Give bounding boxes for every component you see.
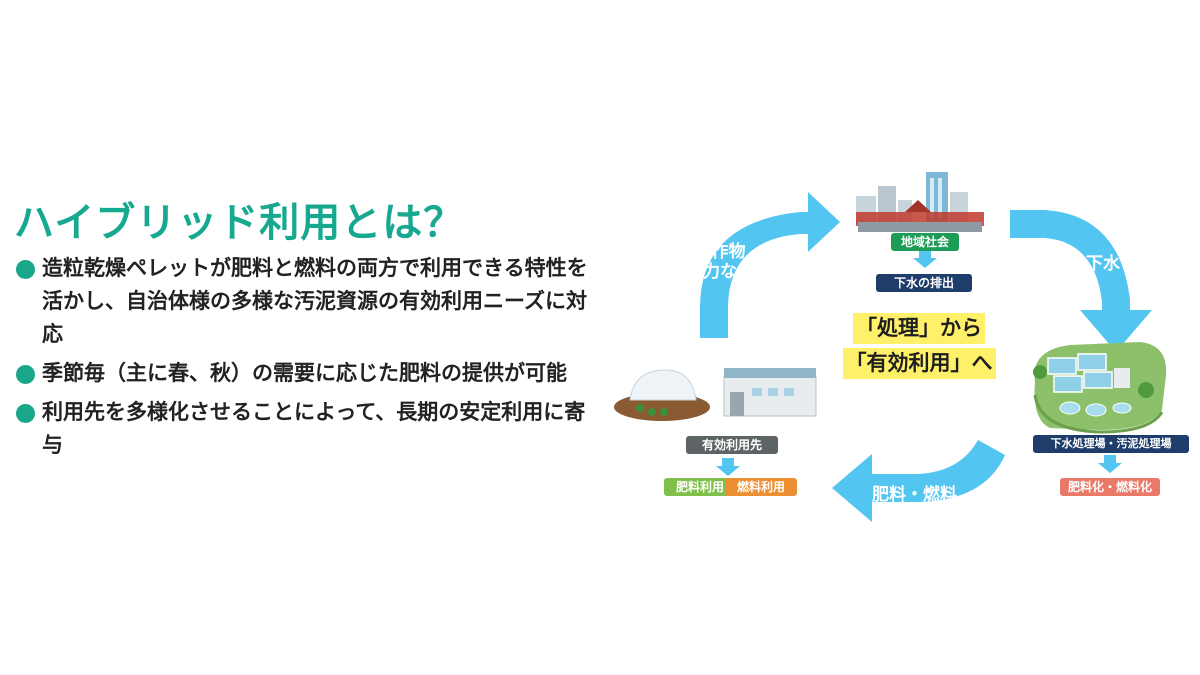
fuel-use-label: 燃料利用 [725,478,797,496]
page-title: ハイブリッド利用とは？ [14,200,465,246]
arrow-label-sewage: 下水 [1086,254,1120,274]
list-item: 利用先を多様化させることによって、長期の安定利用に寄与 [14,396,594,462]
fertilizer-use-label: 肥料利用 [664,478,736,496]
arrow-label-line: 農作物 [694,242,746,262]
users-illustration [614,368,817,421]
center-message: 「処理」から 「有効利用」へ [828,313,1010,383]
bullet-icon [16,260,35,279]
community-illustration [856,172,984,232]
center-message-line: 「有効利用」へ [842,348,996,379]
bullet-text: 季節毎（主に春、秋）の需要に応じた肥料の提供が可能 [42,361,567,385]
community-label: 地域社会 [891,233,959,251]
utilization-destination-label: 有効利用先 [686,436,778,454]
down-arrow-icon [716,458,740,476]
arrow-label-fertilizer-fuel: 肥料・燃料 [872,485,957,505]
arrow-fertilizer-fuel [832,440,1005,522]
arrow-crops-power [700,192,840,338]
sewage-discharge-label: 下水の排出 [876,274,972,292]
bullet-icon [16,365,35,384]
fertilizer-fuel-conversion-label: 肥料化・燃料化 [1060,478,1160,496]
arrow-sewage [1010,210,1152,352]
bullet-list: 造粒乾燥ペレットが肥料と燃料の両方で利用できる特性を活かし、自治体様の多様な汚泥… [14,252,594,468]
bullet-text: 利用先を多様化させることによって、長期の安定利用に寄与 [42,400,586,457]
arrow-label-line: 電力など [686,262,754,282]
bullet-text: 造粒乾燥ペレットが肥料と燃料の両方で利用できる特性を活かし、自治体様の多様な汚泥… [42,256,588,346]
down-arrow-icon [1098,455,1122,473]
bullet-icon [16,404,35,423]
arrow-label-crops: 農作物 電力など [686,242,754,282]
treatment-plant-label: 下水処理場・汚泥処理場 [1033,435,1189,453]
list-item: 季節毎（主に春、秋）の需要に応じた肥料の提供が可能 [14,357,594,390]
down-arrow-icon [913,250,937,268]
treatment-plant-illustration [1033,342,1167,434]
center-message-line: 「処理」から [853,313,985,344]
list-item: 造粒乾燥ペレットが肥料と燃料の両方で利用できる特性を活かし、自治体様の多様な汚泥… [14,252,594,351]
